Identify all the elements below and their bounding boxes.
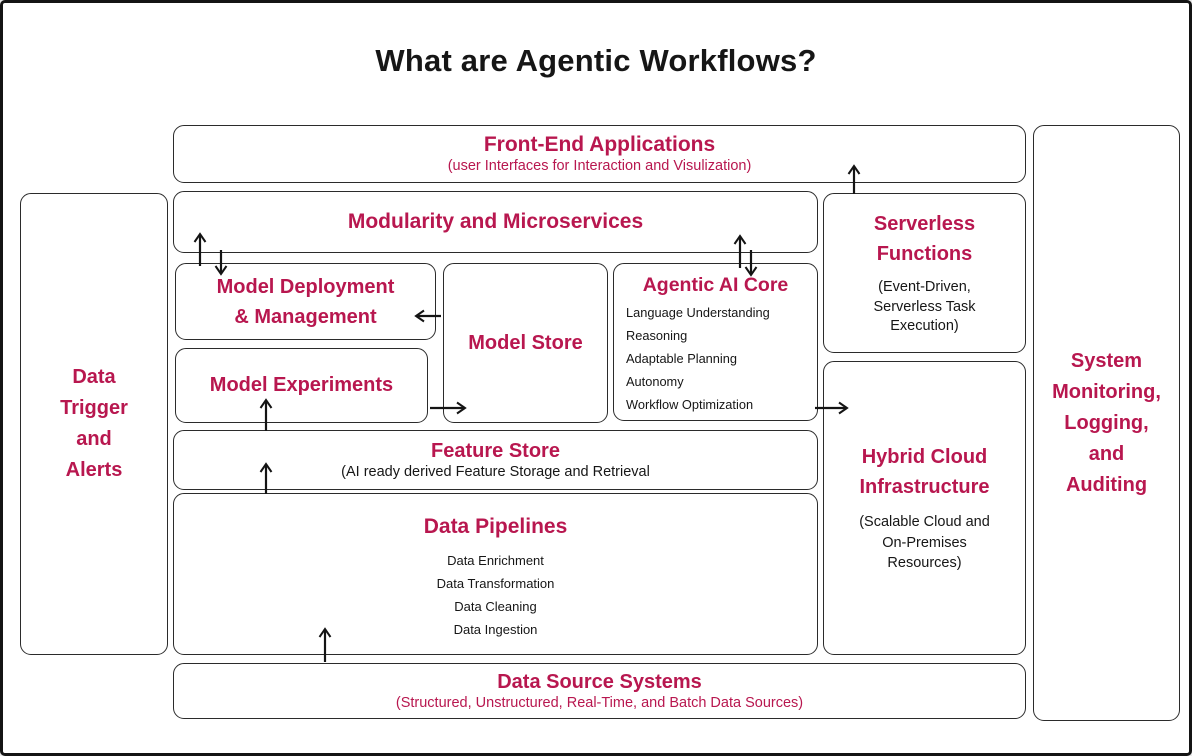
box-model-experiments: Model Experiments: [175, 348, 428, 423]
data-pipelines-title: Data Pipelines: [423, 515, 568, 538]
serverless-title-line1: Serverless: [873, 213, 976, 236]
box-agentic-ai-core: Agentic AI Core Language Understanding R…: [613, 263, 818, 421]
agentic-core-item: Autonomy: [626, 374, 684, 389]
system-monitoring-line: and: [1088, 442, 1125, 465]
feature-store-title: Feature Store: [431, 439, 560, 462]
data-source-subtitle: (Structured, Unstructured, Real-Time, an…: [395, 694, 804, 711]
system-monitoring-line: System: [1070, 349, 1143, 372]
system-monitoring-line: Logging,: [1064, 411, 1149, 434]
front-end-subtitle: (user Interfaces for Interaction and Vis…: [447, 158, 752, 174]
hybrid-cloud-title-line2: Infrastructure: [859, 476, 990, 499]
agentic-core-item: Adaptable Planning: [626, 351, 737, 366]
agentic-core-item: Language Understanding: [626, 305, 770, 320]
serverless-title-line2: Functions: [876, 243, 973, 266]
box-serverless-functions: Serverless Functions (Event-Driven, Serv…: [823, 193, 1026, 353]
data-trigger-line: and: [76, 428, 112, 450]
box-data-trigger-alerts: Data Trigger and Alerts: [20, 193, 168, 655]
data-pipelines-item: Data Transformation: [436, 576, 555, 591]
page-title: What are Agentic Workflows?: [375, 43, 817, 78]
box-hybrid-cloud-infrastructure: Hybrid Cloud Infrastructure (Scalable Cl…: [823, 361, 1026, 655]
box-feature-store: Feature Store (AI ready derived Feature …: [173, 430, 818, 490]
model-deployment-title-line1: Model Deployment: [216, 275, 395, 298]
modularity-title: Modularity and Microservices: [347, 210, 644, 233]
data-pipelines-item: Data Cleaning: [454, 599, 537, 614]
data-source-title: Data Source Systems: [497, 670, 702, 693]
agentic-core-item: Reasoning: [626, 328, 688, 343]
agentic-core-item: Workflow Optimization: [626, 397, 754, 412]
hybrid-cloud-subtitle: (Scalable Cloud and On-Premises Resource…: [859, 514, 990, 572]
data-pipelines-item: Data Ingestion: [453, 622, 538, 637]
box-system-monitoring-logging-auditing: System Monitoring, Logging, and Auditing: [1033, 125, 1180, 721]
data-trigger-line: Data: [72, 366, 116, 388]
data-pipelines-item: Data Enrichment: [447, 553, 544, 568]
front-end-title: Front-End Applications: [483, 133, 716, 156]
hybrid-cloud-title-line1: Hybrid Cloud: [861, 446, 988, 469]
data-trigger-line: Trigger: [60, 397, 128, 419]
model-deployment-title-line2: & Management: [234, 305, 377, 328]
model-experiments-title: Model Experiments: [209, 374, 394, 396]
system-monitoring-line: Auditing: [1065, 473, 1148, 496]
box-model-store: Model Store: [443, 263, 608, 423]
model-store-title: Model Store: [468, 331, 583, 354]
agentic-core-title: Agentic AI Core: [642, 274, 789, 296]
system-monitoring-line: Monitoring,: [1052, 380, 1161, 403]
box-front-end-applications: Front-End Applications (user Interfaces …: [173, 125, 1026, 183]
box-data-source-systems: Data Source Systems (Structured, Unstruc…: [173, 663, 1026, 719]
box-data-pipelines: Data Pipelines Data Enrichment Data Tran…: [173, 493, 818, 655]
serverless-subtitle: (Event-Driven, Serverless Task Execution…: [873, 279, 976, 335]
data-trigger-line: Alerts: [65, 459, 123, 481]
box-model-deployment-management: Model Deployment & Management: [175, 263, 436, 340]
feature-store-subtitle: (AI ready derived Feature Storage and Re…: [341, 463, 650, 480]
box-modularity-microservices: Modularity and Microservices: [173, 191, 818, 253]
